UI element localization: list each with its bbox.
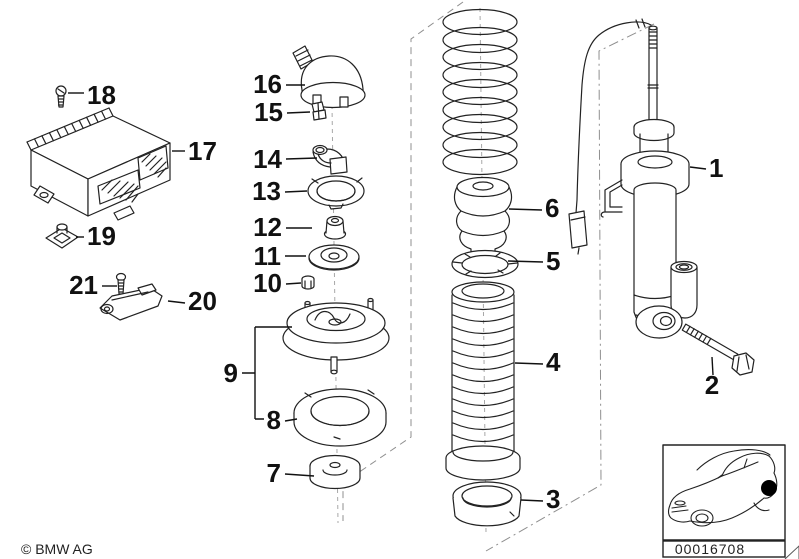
part-label-18: 18 (87, 80, 116, 110)
part-9-support-bearing (282, 297, 390, 375)
part-label-4: 4 (546, 347, 561, 377)
part-10-nut (301, 275, 315, 290)
part-20-sensor (99, 283, 163, 321)
connector-bar (97, 169, 141, 205)
part-label-1: 1 (709, 153, 723, 183)
part-6-bump-stop (453, 176, 513, 258)
part-17-control-unit (26, 107, 171, 221)
leader-lines (68, 84, 714, 502)
corner-mark (784, 545, 799, 559)
part-label-12: 12 (253, 212, 282, 242)
part-label-11: 11 (254, 241, 282, 271)
dashed-plane-left (342, 1, 464, 521)
sensor-cable (568, 18, 652, 255)
callout-labels: 1 2 3 4 5 6 7 8 9 10 11 12 13 14 15 16 1… (69, 69, 723, 514)
part-18-screw (55, 85, 67, 108)
copyright-text: © BMW AG (21, 541, 93, 557)
cable-connector (568, 210, 588, 249)
part-label-14: 14 (253, 144, 282, 174)
part-label-10: 10 (253, 268, 282, 298)
part-5-snap-ring (451, 249, 519, 279)
part-16-protective-cap (292, 45, 366, 109)
coil-spring (442, 8, 518, 176)
car-outline (668, 449, 778, 527)
part-number-text: 00016708 (675, 541, 745, 557)
part-label-7: 7 (267, 458, 281, 488)
part-label-13: 13 (252, 176, 281, 206)
part-7-pad (309, 454, 361, 490)
connector-block (137, 145, 169, 181)
dashed-plane-right (485, 23, 655, 552)
part-8-spring-pad-ring (293, 388, 387, 447)
part-1-shock-absorber (600, 25, 698, 339)
piston-rod-threads (648, 31, 658, 49)
part-label-2: 2 (705, 370, 719, 400)
location-dot (761, 480, 777, 496)
part-label-19: 19 (87, 221, 116, 251)
part-11-washer (308, 244, 360, 271)
part-label-5: 5 (546, 246, 560, 276)
group-9-bracket (242, 326, 292, 420)
part-2-bolt (681, 323, 755, 376)
part-21-screw (115, 272, 127, 295)
part-label-21: 21 (69, 270, 98, 300)
part-label-3: 3 (546, 484, 560, 514)
part-19-clip (45, 223, 79, 249)
part-label-16: 16 (253, 69, 282, 99)
part-4-boot (445, 281, 521, 481)
bolt-threads (685, 325, 712, 345)
part-label-17: 17 (188, 136, 217, 166)
heatsink-ribs (26, 107, 114, 151)
part-number-plate: 00016708 (662, 540, 799, 559)
part-14-grommet (312, 144, 348, 175)
part-3-spring-pad (452, 481, 522, 527)
part-label-8: 8 (267, 405, 281, 435)
body-bracket (600, 179, 623, 218)
part-13-retaining-ring (307, 175, 365, 210)
part-label-20: 20 (188, 286, 217, 316)
bolt-head (731, 352, 755, 376)
thumbnail-frame (662, 444, 786, 541)
part-label-9: 9 (224, 358, 238, 388)
part-15-clip (311, 101, 327, 121)
car-locator-thumbnail (662, 444, 786, 541)
mounting-tab (33, 185, 55, 204)
part-12-bush (323, 215, 347, 240)
part-label-15: 15 (254, 97, 283, 127)
part-label-6: 6 (545, 193, 559, 223)
